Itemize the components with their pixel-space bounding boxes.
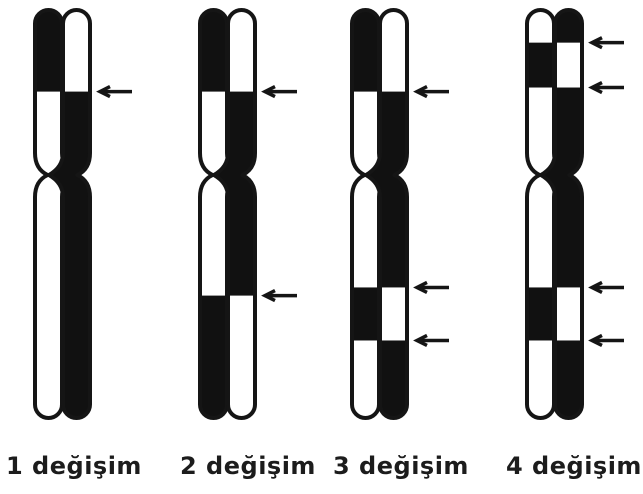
exchange-arrow (417, 335, 449, 345)
caption-2-changes: 2 değişim (180, 452, 316, 480)
exchange-arrow (592, 282, 624, 292)
chromosome-pair-3 (334, 10, 449, 418)
caption-4-changes: 4 değişim (506, 452, 642, 480)
chromosome-pair-1 (17, 10, 132, 418)
exchange-arrow (417, 282, 449, 292)
exchange-arrow (265, 291, 297, 301)
chromosome-pair-2 (182, 10, 297, 418)
exchange-arrow (592, 83, 624, 93)
exchange-arrow (592, 335, 624, 345)
exchange-arrow (100, 87, 132, 97)
exchange-arrow (592, 38, 624, 48)
exchange-arrow (417, 87, 449, 97)
caption-1-change: 1 değişim (6, 452, 142, 480)
exchange-arrow (265, 87, 297, 97)
caption-3-changes: 3 değişim (333, 452, 469, 480)
chromosome-pair-4 (509, 10, 624, 418)
